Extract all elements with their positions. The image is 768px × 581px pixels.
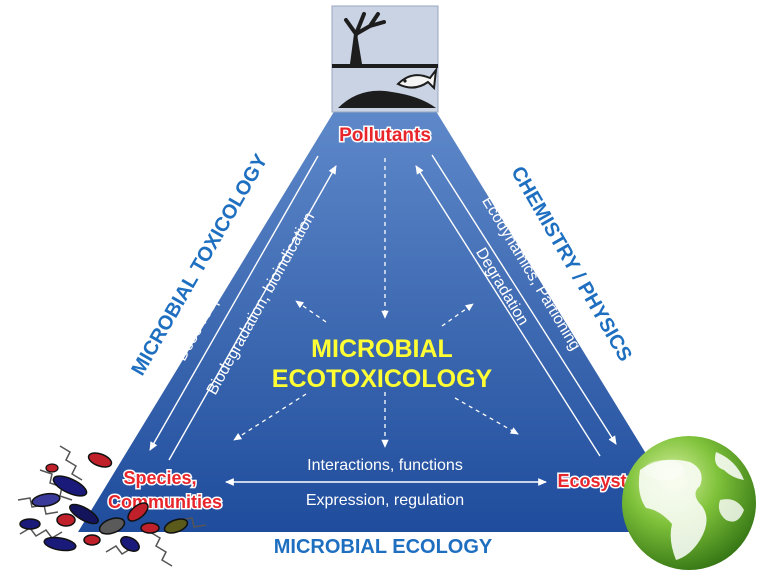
- bottom-top-arrow-label: Interactions, functions: [307, 457, 463, 474]
- dead-tree-fish-hazard-icon: [331, 5, 439, 113]
- pollutants-label: Pollutants: [339, 125, 431, 146]
- left-arrows: [149, 155, 337, 461]
- bottom-side-label: MICROBIAL ECOLOGY: [274, 536, 493, 558]
- microbe-cells-icon: [17, 445, 207, 567]
- earth-globe-icon: [622, 436, 756, 570]
- communities-label: Communities: [108, 492, 222, 512]
- right-arrows: [415, 154, 617, 457]
- center-dashed-arrows: [233, 158, 519, 448]
- center-title-line1: MICROBIAL: [311, 335, 453, 363]
- bottom-bottom-arrow-label: Expression, regulation: [306, 492, 464, 509]
- center-title-line2: ECOTOXICOLOGY: [272, 365, 493, 393]
- triangle-background: [78, 28, 694, 532]
- species-label: Species,: [123, 468, 196, 488]
